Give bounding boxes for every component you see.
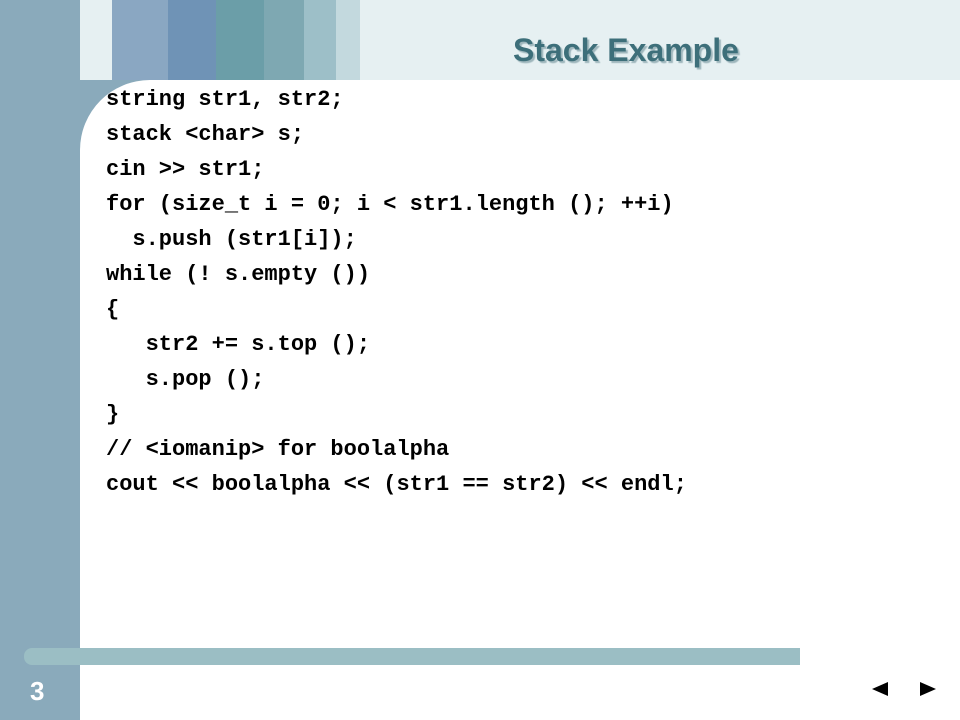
code-line: while (! s.empty ()) — [106, 262, 371, 287]
header-strip — [168, 0, 216, 80]
code-block: string str1, str2; stack <char> s; cin >> … — [106, 82, 687, 502]
header-strip — [304, 0, 336, 80]
slide-number: 3 — [30, 676, 45, 706]
header-strip — [336, 0, 360, 80]
prev-slide-button[interactable] — [866, 674, 894, 704]
code-line: s.push (str1[i]); — [106, 227, 357, 252]
next-slide-button[interactable] — [914, 674, 942, 704]
header-strip — [112, 0, 168, 80]
code-line: cin >> str1; — [106, 157, 265, 182]
triangle-left-icon — [872, 682, 888, 696]
code-line: str2 += s.top (); — [106, 332, 371, 357]
code-line: // <iomanip> for boolalpha — [106, 437, 450, 462]
code-line: } — [106, 402, 120, 427]
triangle-right-icon — [920, 682, 936, 696]
code-line: cout << boolalpha << (str1 == str2) << e… — [106, 472, 687, 497]
code-line: for (size_t i = 0; i < str1.length (); +… — [106, 192, 674, 217]
header-strip — [216, 0, 264, 80]
code-line: { — [106, 297, 120, 322]
header-strip — [264, 0, 304, 80]
slide-content-area — [80, 80, 960, 720]
code-line: s.pop (); — [106, 367, 265, 392]
left-sidebar-band — [0, 0, 80, 720]
slide-title: Stack Example — [513, 32, 739, 68]
code-line: string str1, str2; — [106, 87, 344, 112]
bottom-bar — [24, 648, 800, 665]
code-line: stack <char> s; — [106, 122, 305, 147]
